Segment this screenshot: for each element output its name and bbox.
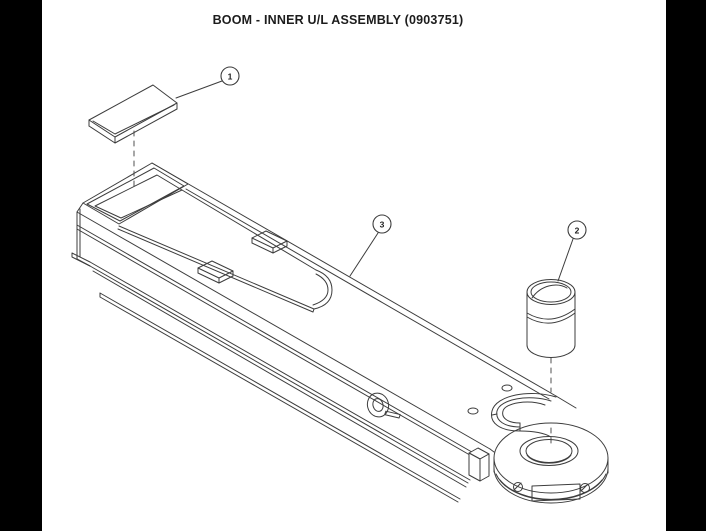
boom-weldment <box>71 162 609 504</box>
callout-1-leader <box>175 80 223 99</box>
boom-top-edges <box>151 162 577 409</box>
drawing-title: BOOM - INNER U/L ASSEMBLY (0903751) <box>212 13 464 27</box>
left-black-bar <box>0 0 42 531</box>
boom-top-opening <box>82 162 189 225</box>
pivot-boss <box>489 422 609 504</box>
callout-2-circle <box>567 220 587 240</box>
part-1-plate <box>88 84 178 144</box>
callout-1-circle <box>220 66 240 86</box>
boom-top-cutout <box>117 189 333 313</box>
right-black-bar <box>666 0 706 531</box>
callout-2-label: 2 <box>575 226 580 236</box>
callout-3-circle <box>372 214 392 234</box>
callout-3: 3 <box>349 214 392 277</box>
boom-top-face-holes <box>467 384 513 415</box>
boom-top-wear-pads <box>197 230 288 284</box>
part-2-bushing <box>526 279 576 358</box>
callout-3-leader <box>349 232 379 277</box>
hook-slot <box>491 393 557 438</box>
callout-2-leader <box>557 238 574 282</box>
callout-2: 2 <box>557 220 587 282</box>
callout-3-label: 3 <box>380 220 385 230</box>
boom-bottom-rails <box>71 252 471 503</box>
keyhole-fitting <box>366 392 401 419</box>
callout-1-label: 1 <box>228 72 233 82</box>
pivot-bore <box>519 436 579 466</box>
stop-block <box>468 447 490 482</box>
boss-side-fasteners <box>513 482 590 493</box>
boom-front-face-edges <box>76 211 491 463</box>
callout-1: 1 <box>175 66 240 99</box>
boss-side-plate <box>531 483 581 502</box>
